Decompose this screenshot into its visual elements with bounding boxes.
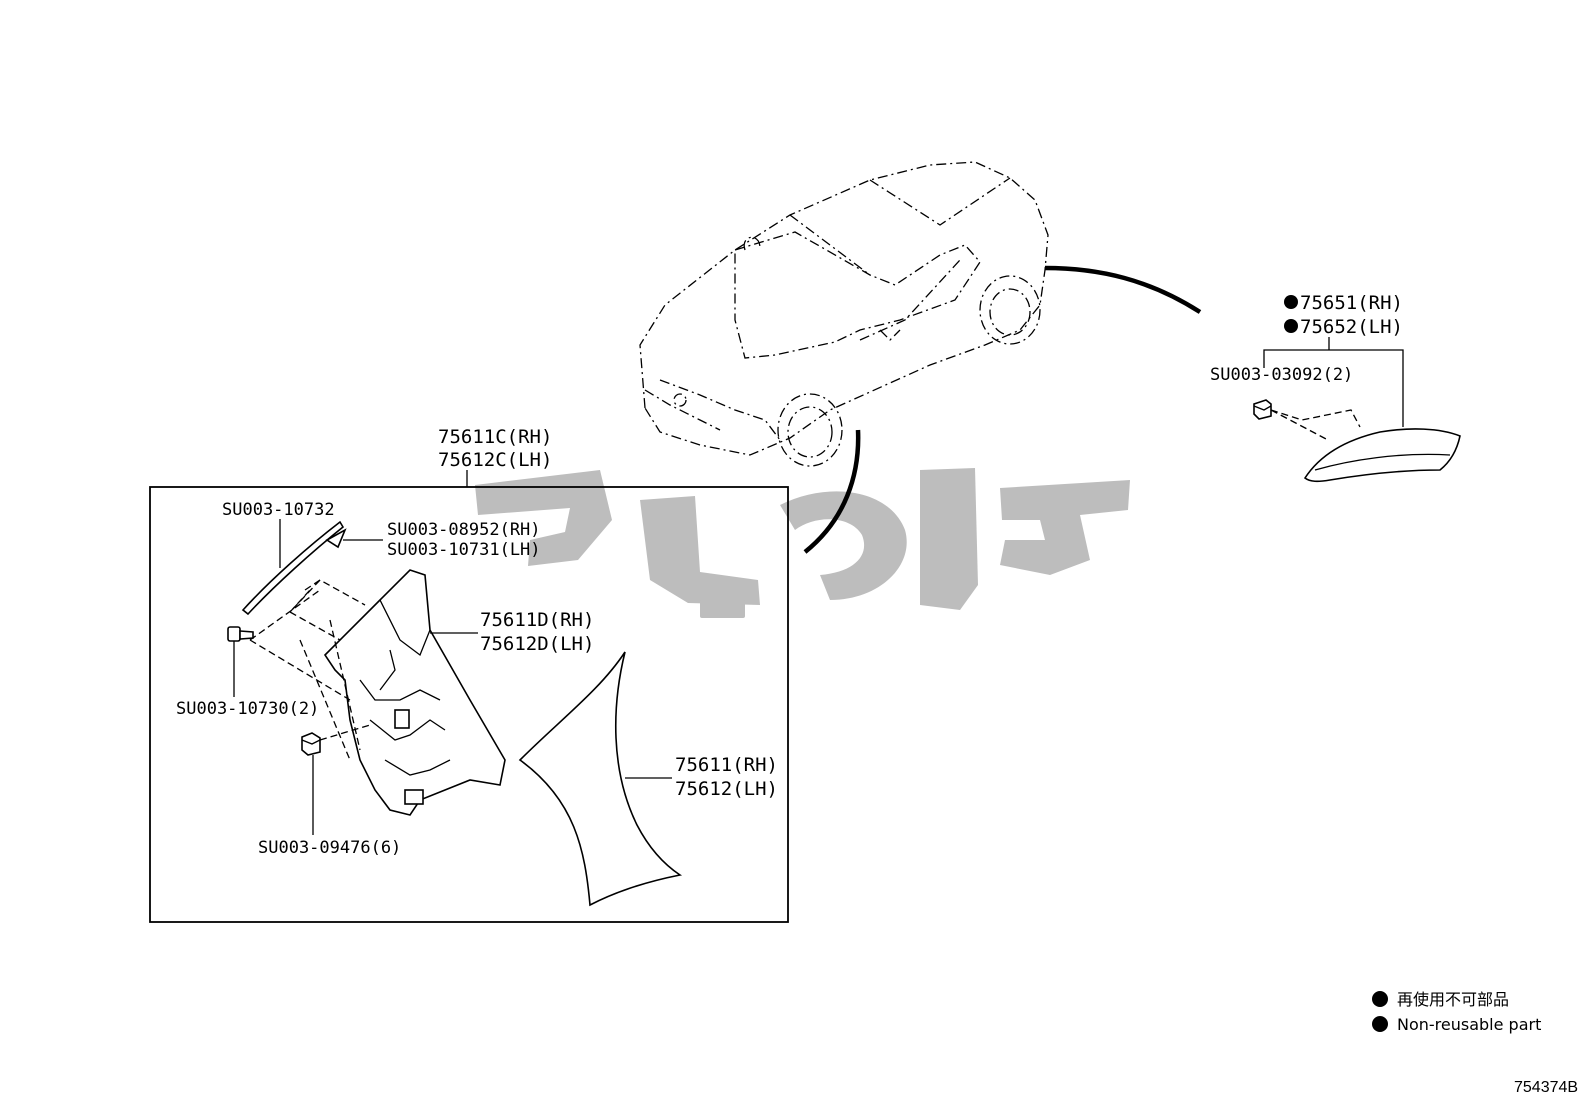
legend-circle-icon-jp [1372,991,1388,1007]
bracket-part [323,569,506,816]
label-molding-strip: SU003-10732 [222,500,335,520]
legend-en: Non-reusable part [1397,1015,1541,1034]
label-clip-small-lh: SU003-10731(LH) [387,540,541,560]
label-clip-box: SU003-09476(6) [258,838,401,858]
panel-part [518,651,683,907]
label-rear-garnish-lh: 75652(LH) [1300,316,1403,338]
clip-box-part [301,732,321,756]
screw-part [227,626,254,642]
label-bracket-rh: 75611D(RH) [480,609,594,631]
detail-box [149,486,789,923]
label-clip-small-rh: SU003-08952(RH) [387,520,541,540]
label-garnish-outer-rh: 75611C(RH) [438,426,552,448]
leader-thick-front [803,429,861,554]
watermark-logo [475,468,1130,618]
assembly-dashes [249,579,371,761]
clip-small [325,528,347,549]
label-panel-lh: 75612(LH) [675,778,778,800]
rear-clip-part [1253,399,1272,420]
legend-circle-icon-en [1372,1016,1388,1032]
figure-id: 754374B [1514,1079,1578,1096]
label-screw: SU003-10730(2) [176,699,319,719]
vehicle-outline [639,161,1049,467]
label-rear-garnish-rh: 75651(RH) [1300,292,1403,314]
leader-rear-bracket [1263,337,1404,427]
label-garnish-outer-lh: 75612C(LH) [438,449,552,471]
rear-garnish-part [1303,428,1461,483]
non-reusable-icon-rh [1284,295,1298,309]
label-bracket-lh: 75612D(LH) [480,633,594,655]
legend-jp: 再使用不可部品 [1397,990,1509,1009]
rear-garnish-edge [1314,453,1451,471]
non-reusable-icon-lh [1284,319,1298,333]
leader-thick-rear [1044,265,1202,314]
label-panel-rh: 75611(RH) [675,754,778,776]
rear-assembly-dashes [1270,409,1361,441]
molding-strip [241,520,345,616]
label-rear-clip: SU003-03092(2) [1210,365,1353,385]
